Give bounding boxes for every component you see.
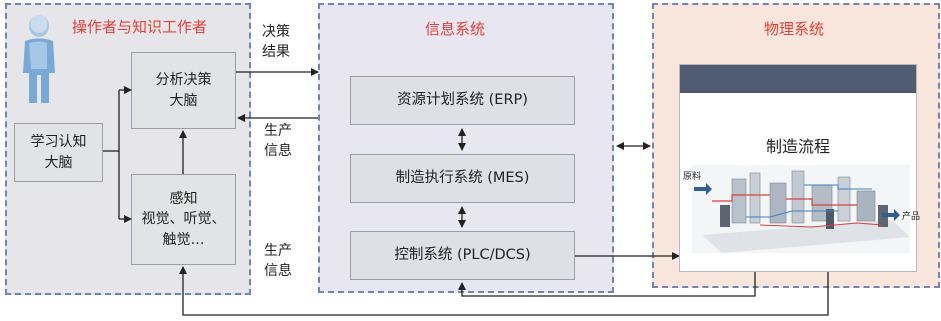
- production-info-label-bottom: 生产 信息: [264, 243, 292, 280]
- person-icon: [23, 15, 55, 103]
- feedback-to-control: [458, 272, 756, 297]
- process-header-bar: [680, 65, 916, 93]
- operator-panel-title: 操作者与知识工作者: [72, 18, 208, 36]
- manufacturing-process-title: 制造流程: [765, 137, 830, 156]
- erp-box: 资源计划系统 (ERP): [350, 76, 575, 125]
- feedback-to-perception: [179, 266, 829, 316]
- product-label: 产品: [902, 212, 921, 222]
- mes-box: 制造执行系统 (MES): [350, 154, 575, 203]
- learning-cognition-brain-box: 学习认知 大脑: [14, 123, 103, 182]
- information-system-title: 信息系统: [425, 20, 486, 38]
- perception-box: 感知 视觉、听觉、 触觉…: [131, 174, 236, 265]
- control-system-box: 控制系统 (PLC/DCS): [350, 231, 575, 280]
- decision-result-label: 决策 结果: [262, 24, 290, 61]
- physical-system-title: 物理系统: [764, 20, 825, 38]
- raw-material-label: 原料: [683, 172, 702, 182]
- production-info-label-top: 生产 信息: [264, 123, 292, 160]
- factory-plant-illustration: [692, 165, 910, 253]
- manufacturing-process-panel: 制造流程 原料 产品: [679, 64, 921, 272]
